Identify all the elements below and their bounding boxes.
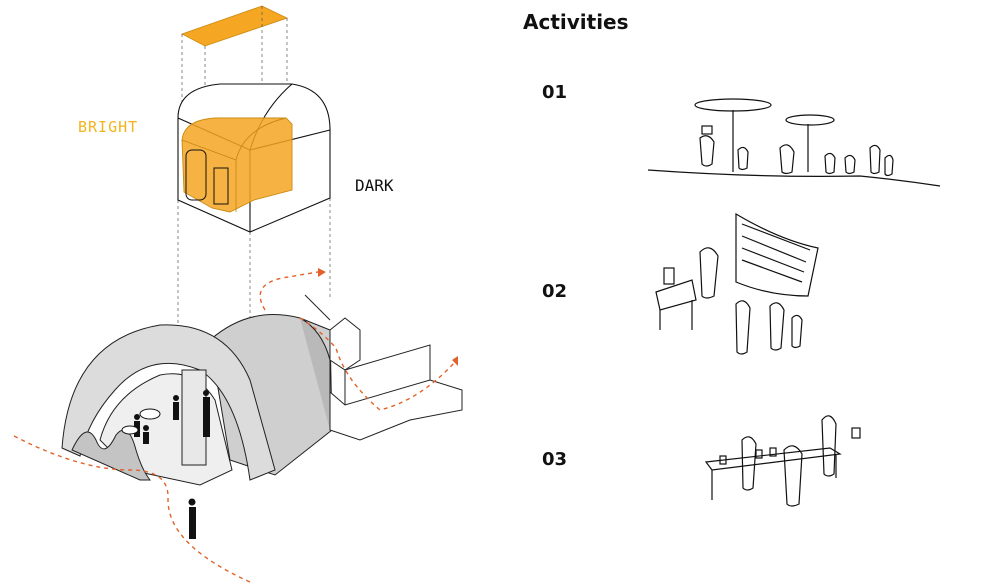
roof-slab bbox=[180, 5, 289, 47]
path-arrow-2 bbox=[452, 356, 458, 366]
circulation-paths bbox=[13, 271, 456, 583]
people-silhouettes bbox=[121, 390, 210, 539]
bright-label: BRIGHT bbox=[78, 118, 139, 136]
activity-number-02: 02 bbox=[542, 281, 568, 302]
activities-title: Activities bbox=[523, 10, 629, 34]
sketch-01 bbox=[647, 98, 941, 187]
path-arrow-1 bbox=[318, 268, 326, 277]
sketch-03 bbox=[704, 415, 861, 507]
pavilion-shell bbox=[61, 313, 333, 486]
dark-label: DARK bbox=[355, 176, 394, 195]
projection-lines bbox=[177, 6, 331, 330]
activity-number-01: 01 bbox=[542, 82, 568, 103]
bright-volume bbox=[181, 117, 293, 213]
sketch-02 bbox=[655, 212, 819, 355]
annex-boxes bbox=[304, 294, 463, 441]
activity-number-03: 03 bbox=[542, 449, 568, 470]
